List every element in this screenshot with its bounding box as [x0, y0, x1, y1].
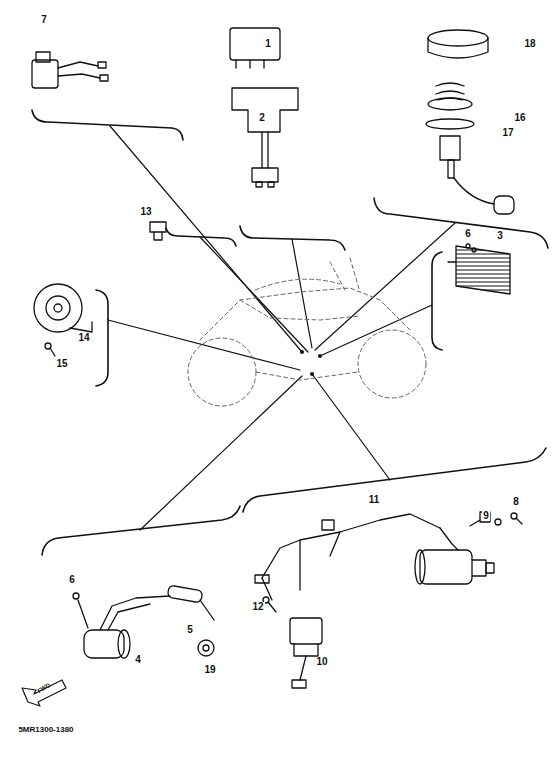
callout-number: 17	[501, 128, 514, 138]
callout-number: 3	[496, 231, 504, 241]
callout-number: 2	[258, 113, 266, 123]
direction-label: FWD	[35, 682, 52, 695]
switch-part	[150, 222, 166, 240]
callout-number: 18	[523, 39, 536, 49]
callout-number: 13	[139, 207, 152, 217]
screw-part	[45, 343, 55, 356]
drawing-code: 5MR1300-1380	[17, 726, 74, 734]
callout-number: 7	[40, 15, 48, 25]
relay-part	[32, 52, 108, 88]
horn-part	[34, 284, 92, 332]
callout-number: 1	[264, 39, 272, 49]
callout-number: 15	[55, 359, 68, 369]
fuel-sender-part	[426, 30, 514, 214]
callout-number: 19	[203, 665, 216, 675]
fuse-box-part	[230, 28, 298, 187]
callout-number: 8	[512, 497, 520, 507]
callout-number: 6	[464, 229, 472, 239]
callout-number: 5	[186, 625, 194, 635]
ignition-coil-part	[73, 585, 214, 658]
motorcycle-outline	[188, 258, 426, 406]
screw-part	[466, 244, 476, 252]
callout-number: 14	[77, 333, 90, 343]
callout-number: 9	[482, 511, 490, 521]
starter-relay-part	[255, 512, 522, 688]
rectifier-part	[448, 246, 510, 294]
callout-number: 12	[251, 602, 264, 612]
front-arrow	[22, 680, 66, 706]
leader-line	[108, 126, 455, 530]
callout-number: 10	[315, 657, 328, 667]
callout-number: 4	[134, 655, 142, 665]
callout-number: 11	[368, 495, 381, 505]
callout-number: 6	[68, 575, 76, 585]
group-bracket	[32, 110, 548, 555]
callout-number: 16	[513, 113, 526, 123]
